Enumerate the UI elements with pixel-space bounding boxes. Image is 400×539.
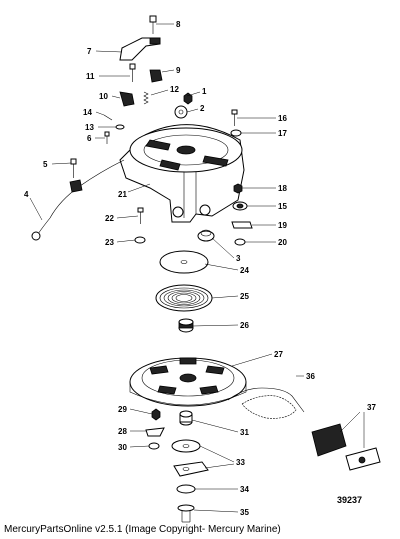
part-10-pawl <box>119 91 135 107</box>
callout-26: 26 <box>240 321 249 330</box>
part-15-grommet <box>232 201 248 211</box>
callout-22: 22 <box>105 214 114 223</box>
callout-13: 13 <box>85 123 94 132</box>
callout-14: 14 <box>83 108 92 117</box>
part-3-bushing <box>197 229 215 242</box>
part-27-pulley <box>129 357 247 407</box>
part-24-spring-plate <box>159 250 209 274</box>
part-17-washer <box>230 129 242 137</box>
part-14-pin <box>103 114 113 121</box>
callout-30: 30 <box>118 443 127 452</box>
part-30-washer <box>148 442 160 450</box>
part-34-washer <box>176 484 196 494</box>
part-23-washer <box>134 236 146 244</box>
callout-15: 15 <box>278 202 287 211</box>
part-13-washer <box>115 124 125 130</box>
part-20-washer <box>234 238 246 246</box>
callout-4: 4 <box>24 190 29 199</box>
callout-20: 20 <box>278 238 287 247</box>
callout-31: 31 <box>240 428 249 437</box>
callout-33: 33 <box>236 458 245 467</box>
part-21-starter-housing <box>119 124 245 223</box>
part-28-pawl <box>145 427 165 437</box>
callout-9: 9 <box>176 66 181 75</box>
callout-24: 24 <box>240 266 249 275</box>
part-16-screw <box>231 109 238 126</box>
callout-37: 37 <box>367 403 376 412</box>
part-29-nut <box>151 408 161 421</box>
part-12-spring <box>143 91 149 105</box>
part-1-nut <box>183 92 193 105</box>
part-9-clip <box>149 69 163 83</box>
part-18-bushing <box>233 183 243 194</box>
callout-10: 10 <box>99 92 108 101</box>
part-37-handle <box>311 423 381 471</box>
callout-25: 25 <box>240 292 249 301</box>
part-25-rewind-spring <box>155 284 213 312</box>
callout-36: 36 <box>306 372 315 381</box>
part-11-screw <box>129 63 136 82</box>
leader-lines <box>29 23 365 513</box>
callout-12: 12 <box>170 85 179 94</box>
callout-3: 3 <box>236 254 241 263</box>
callout-18: 18 <box>278 184 287 193</box>
part-6-screw <box>104 131 110 144</box>
callout-8: 8 <box>176 20 181 29</box>
part-8-screw <box>149 15 157 34</box>
part-35-bolt <box>177 504 195 523</box>
callout-17: 17 <box>278 129 287 138</box>
part-26-bushing <box>178 318 194 333</box>
callout-35: 35 <box>240 508 249 517</box>
callout-5: 5 <box>43 160 48 169</box>
part-7-bracket <box>119 37 161 61</box>
callout-2: 2 <box>200 104 205 113</box>
part-33-washer-set <box>171 439 209 477</box>
callout-28: 28 <box>118 427 127 436</box>
callout-21: 21 <box>118 190 127 199</box>
part-31-pivot <box>179 410 193 426</box>
callout-6: 6 <box>87 134 92 143</box>
image-caption: MercuryPartsOnline v2.5.1 (Image Copyrig… <box>4 524 281 535</box>
part-22-screw <box>137 207 144 224</box>
callout-labels: 8 7 9 11 12 1 10 2 14 13 6 5 16 17 18 15… <box>24 20 376 517</box>
part-19-plate <box>231 221 253 229</box>
callout-7: 7 <box>87 47 92 56</box>
callout-29: 29 <box>118 405 127 414</box>
callout-19: 19 <box>278 221 287 230</box>
figure-number: 39237 <box>337 495 363 505</box>
callout-11: 11 <box>86 72 95 81</box>
part-2-star-washer <box>174 105 188 119</box>
part-4-stop-cable <box>31 159 125 241</box>
callout-16: 16 <box>278 114 287 123</box>
callout-23: 23 <box>105 238 114 247</box>
callout-1: 1 <box>202 87 207 96</box>
callout-27: 27 <box>274 350 283 359</box>
part-5-screw <box>70 158 77 178</box>
callout-34: 34 <box>240 485 249 494</box>
part-36-starter-rope <box>227 387 305 419</box>
